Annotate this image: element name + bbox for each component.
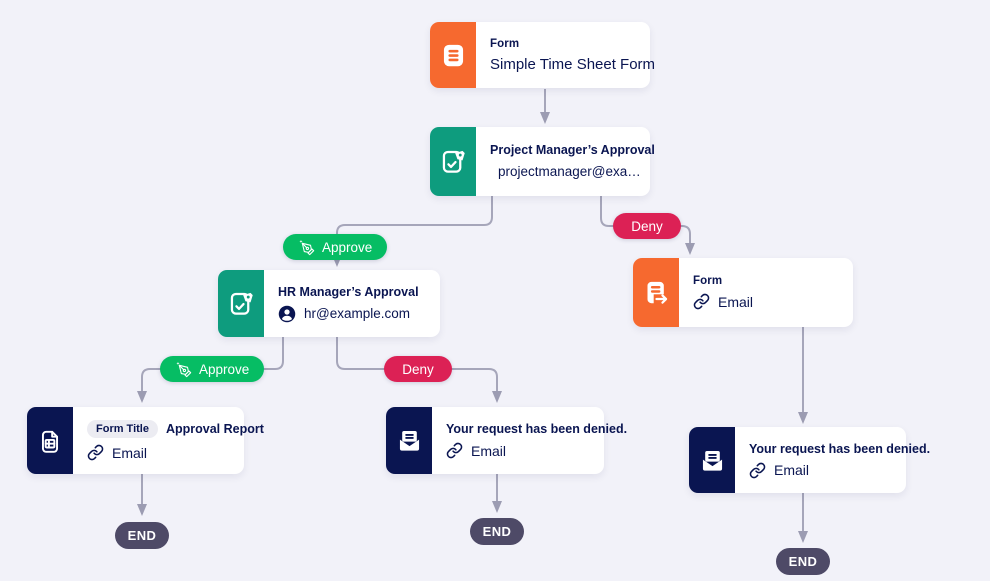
node-title: Your request has been denied. — [446, 422, 628, 436]
approve-pen-icon — [299, 239, 315, 255]
node-type-label: Form — [693, 275, 723, 287]
node-hr-approval[interactable]: HR Manager’s Approval hr@example.com — [218, 270, 440, 337]
channel-label: Email — [774, 462, 810, 478]
approve-pen-icon — [176, 361, 192, 377]
branch-badge-label: Approve — [199, 361, 250, 377]
channel-row: Email — [693, 293, 753, 310]
assignee-email: projectmanager@exa… — [498, 164, 641, 179]
email-icon — [689, 427, 735, 493]
node-type-label: Form — [490, 37, 520, 50]
link-icon — [749, 462, 766, 478]
end-node-denied-hr-branch[interactable]: END — [470, 518, 524, 545]
node-approval-report[interactable]: Form Title Approval Report Email — [27, 407, 264, 474]
channel-row: Email — [446, 442, 590, 459]
branch-badge-approve-pm[interactable]: Approve — [283, 234, 388, 260]
email-icon — [386, 407, 432, 474]
end-label: END — [482, 524, 512, 539]
report-icon — [27, 407, 73, 474]
field-tag: Form Title — [87, 420, 158, 438]
connector-pm-approve-to-hr — [332, 196, 493, 267]
link-icon — [693, 293, 710, 310]
end-node-report-branch[interactable]: END — [115, 522, 169, 549]
assignee-row: projectmanager@exa… — [490, 163, 641, 181]
branch-badge-deny-pm[interactable]: Deny — [613, 213, 681, 239]
node-title: Simple Time Sheet Form — [490, 55, 656, 73]
channel-label: Email — [718, 293, 754, 310]
node-title: Approval Report — [165, 422, 264, 436]
node-title: Project Manager’s Approval — [490, 142, 655, 157]
approval-icon — [430, 127, 476, 196]
form-send-icon — [633, 258, 679, 327]
node-title: HR Manager’s Approval — [278, 284, 419, 299]
channel-row: Email — [87, 444, 230, 461]
link-icon — [87, 444, 104, 461]
channel-label: Email — [471, 442, 507, 459]
link-icon — [446, 442, 463, 459]
branch-badge-label: Deny — [402, 361, 434, 377]
node-form-start[interactable]: Form Simple Time Sheet Form — [430, 22, 656, 88]
branch-badge-deny-hr[interactable]: Deny — [384, 356, 452, 382]
approval-icon — [218, 270, 264, 337]
branch-badge-label: Deny — [631, 218, 663, 234]
branch-badge-label: Approve — [322, 239, 373, 255]
assignee-email: hr@example.com — [304, 306, 410, 321]
node-denied-email-pm[interactable]: Your request has been denied. Email — [689, 427, 931, 493]
form-icon — [430, 22, 476, 88]
assignee-row: hr@example.com — [278, 305, 419, 323]
node-title: Your request has been denied. — [749, 441, 931, 456]
channel-label: Email — [112, 444, 148, 461]
node-pm-approval[interactable]: Project Manager’s Approval projectmanage… — [430, 127, 655, 196]
node-denied-email-hr[interactable]: Your request has been denied. Email — [386, 407, 628, 474]
end-label: END — [127, 528, 157, 543]
branch-badge-approve-hr[interactable]: Approve — [160, 356, 265, 382]
end-node-denied-pm-branch[interactable]: END — [776, 548, 830, 575]
end-label: END — [788, 554, 818, 569]
title-row: Form Title Approval Report — [87, 420, 264, 438]
channel-row: Email — [749, 462, 892, 479]
avatar-icon — [278, 305, 296, 322]
node-form-email[interactable]: Form Email — [633, 258, 853, 327]
